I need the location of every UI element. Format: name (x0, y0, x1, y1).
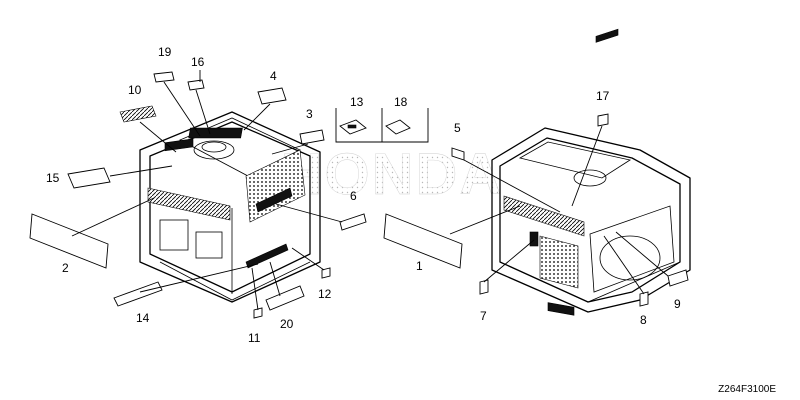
decal-8 (639, 291, 649, 307)
decal-12 (321, 267, 331, 279)
callout-12: 12 (318, 287, 332, 301)
callout-6: 6 (350, 189, 357, 203)
decal-11 (253, 307, 263, 319)
decal-10 (119, 105, 157, 123)
callout-4: 4 (270, 69, 277, 83)
decal-7 (479, 279, 489, 295)
decal-1 (383, 213, 463, 269)
decal-16 (187, 79, 205, 91)
leader-lines (71, 70, 669, 311)
callout-13: 13 (350, 95, 364, 109)
decal-14 (113, 281, 163, 307)
callout-5: 5 (454, 121, 461, 135)
decal-6 (339, 213, 367, 231)
callout-9: 9 (674, 297, 681, 311)
callout-17: 17 (596, 89, 610, 103)
decal-19 (153, 71, 175, 83)
callout-10: 10 (128, 83, 142, 97)
decal-9 (667, 269, 689, 287)
callout-3: 3 (306, 107, 313, 121)
decal-20 (265, 285, 305, 311)
callout-numbers: 1 2 4 3 5 6 7 8 9 10 11 12 13 14 15 16 1… (46, 45, 681, 345)
honda-watermark: HONDA (281, 142, 504, 207)
callout-19: 19 (158, 45, 172, 59)
callout-7: 7 (480, 309, 487, 323)
decals (29, 71, 689, 319)
parts-13-18-group (335, 108, 429, 143)
generator-right (491, 28, 691, 316)
callout-14: 14 (136, 311, 150, 325)
callout-11: 11 (248, 331, 261, 345)
drawing-code: Z264F3100E (718, 384, 776, 395)
decal-3 (299, 129, 325, 145)
callout-20: 20 (280, 317, 294, 331)
callout-15: 15 (46, 171, 60, 185)
decal-15 (67, 167, 111, 189)
callout-8: 8 (640, 313, 647, 327)
decal-17 (597, 113, 609, 127)
decal-2 (29, 213, 109, 269)
callout-16: 16 (191, 55, 205, 69)
callout-2: 2 (62, 261, 69, 275)
callout-18: 18 (394, 95, 408, 109)
callout-1: 1 (416, 259, 423, 273)
decal-4 (257, 87, 287, 105)
generator-left (139, 111, 321, 303)
